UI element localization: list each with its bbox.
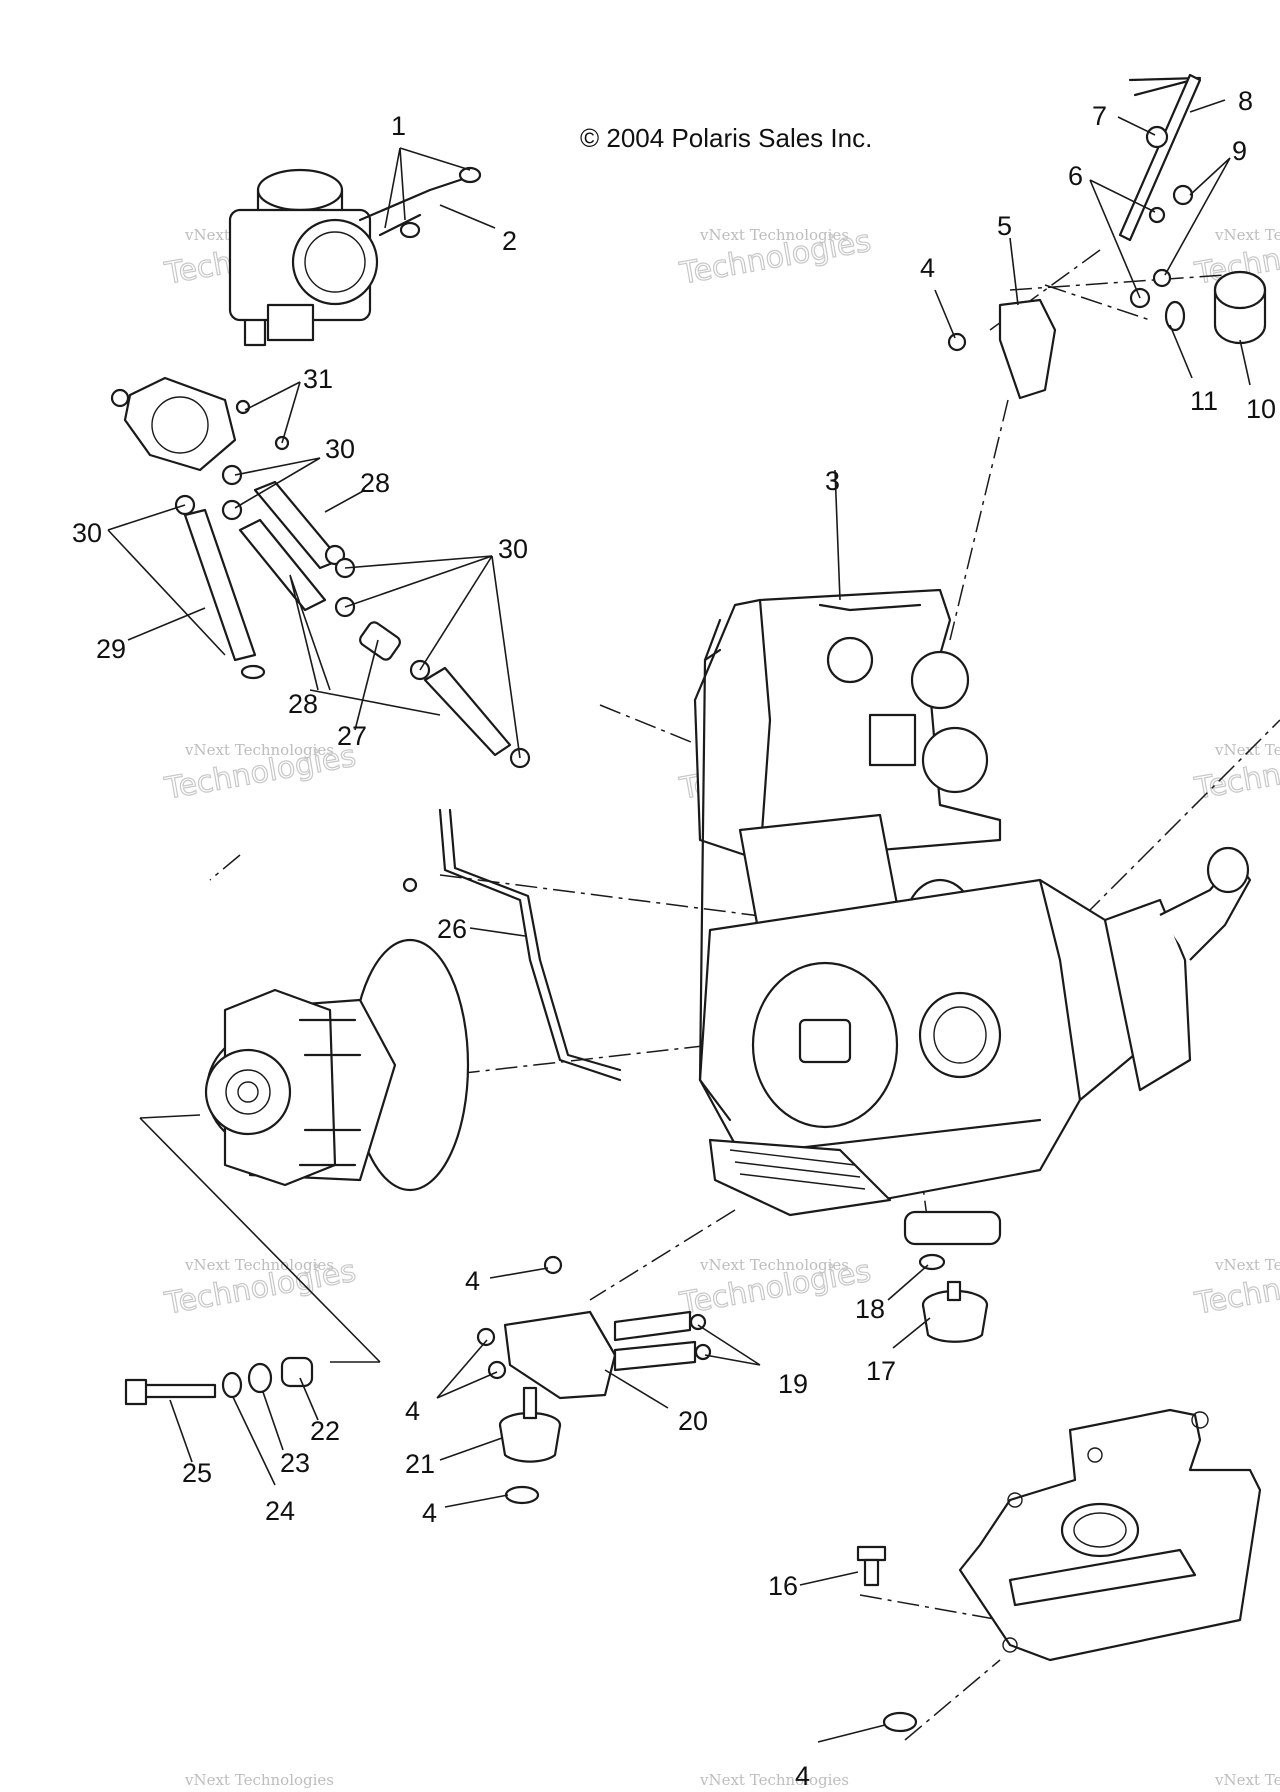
callout-8: 8 bbox=[1238, 86, 1253, 116]
watermark: vNext Technologies Technologies bbox=[676, 1253, 874, 1322]
callout-17: 17 bbox=[866, 1356, 896, 1386]
callout-9: 9 bbox=[1232, 136, 1247, 166]
watermark-text: vNext Technologies bbox=[1214, 1256, 1280, 1274]
callout-28-a: 28 bbox=[360, 468, 390, 498]
callout-10: 10 bbox=[1246, 394, 1276, 424]
callout-27: 27 bbox=[337, 721, 367, 751]
callout-31: 31 bbox=[303, 364, 333, 394]
watermark: vNext Technologies Technologies bbox=[161, 1253, 359, 1322]
callout-18: 18 bbox=[855, 1294, 885, 1324]
watermark: vNext Technologies Technologies bbox=[1191, 738, 1280, 807]
watermark-text: vNext Technologies bbox=[1214, 1771, 1280, 1789]
callout-1: 1 bbox=[391, 111, 406, 141]
watermark: vNext Technologies Technologies bbox=[1191, 1253, 1280, 1322]
watermark: vNext Technologies bbox=[1214, 1771, 1280, 1789]
drive-clutch bbox=[204, 938, 470, 1192]
watermark-text: vNext Technologies bbox=[1214, 741, 1280, 759]
callout-4-d: 4 bbox=[422, 1498, 437, 1528]
watermark-text: vNext Technologies bbox=[1214, 226, 1280, 244]
callout-29: 29 bbox=[96, 634, 126, 664]
callout-2: 2 bbox=[502, 226, 517, 256]
watermark-text: vNext Technologies bbox=[699, 1256, 849, 1274]
callout-30-a: 30 bbox=[325, 434, 355, 464]
callout-20: 20 bbox=[678, 1406, 708, 1436]
watermark: vNext Technologies bbox=[699, 1771, 849, 1789]
callout-11: 11 bbox=[1190, 386, 1218, 416]
watermark-text: vNext Technologies bbox=[184, 1256, 334, 1274]
callout-4-b: 4 bbox=[465, 1266, 480, 1296]
breather-hose bbox=[402, 808, 622, 1082]
fuel-lines bbox=[174, 464, 531, 769]
fuel-pump bbox=[110, 376, 290, 472]
callout-7: 7 bbox=[1092, 101, 1107, 131]
watermark: vNext Technologies bbox=[184, 1771, 334, 1789]
callout-3: 3 bbox=[825, 466, 840, 496]
watermark: vNext Technologies Technologies bbox=[676, 223, 874, 292]
watermark-text: vNext Technologies bbox=[699, 1771, 849, 1789]
watermark-text: vNext Technologies bbox=[699, 226, 849, 244]
watermark: vNext Technologies Technologies bbox=[161, 738, 359, 807]
callout-25: 25 bbox=[182, 1458, 212, 1488]
callout-4-a: 4 bbox=[920, 253, 935, 283]
bolt-stack bbox=[124, 1356, 314, 1406]
callout-22: 22 bbox=[310, 1416, 340, 1446]
callout-leaders bbox=[107, 99, 1251, 1743]
watermark-text: vNext Technologies bbox=[184, 741, 334, 759]
callout-30-c: 30 bbox=[498, 534, 528, 564]
callout-23: 23 bbox=[280, 1448, 310, 1478]
carburetor bbox=[228, 166, 482, 347]
callout-labels: 1 2 31 30 28 30 30 29 28 27 3 26 4 5 6 7… bbox=[72, 86, 1276, 1791]
callout-21: 21 bbox=[405, 1449, 435, 1479]
callout-30-b: 30 bbox=[72, 518, 102, 548]
callout-16: 16 bbox=[768, 1571, 798, 1601]
watermark-text: vNext Technologies bbox=[184, 1771, 334, 1789]
copyright-notice: © 2004 Polaris Sales Inc. bbox=[580, 123, 872, 153]
callout-24: 24 bbox=[265, 1496, 295, 1526]
engine-mount-assembly bbox=[476, 1253, 989, 1505]
skid-plate bbox=[856, 1408, 1262, 1733]
callout-5: 5 bbox=[997, 211, 1012, 241]
callout-28-b: 28 bbox=[288, 689, 318, 719]
engine-assembly bbox=[693, 588, 1252, 1246]
callout-19: 19 bbox=[778, 1369, 808, 1399]
callout-4-e: 4 bbox=[795, 1761, 810, 1791]
callout-26: 26 bbox=[437, 914, 467, 944]
callout-4-c: 4 bbox=[405, 1396, 420, 1426]
upper-mount-assembly bbox=[947, 73, 1267, 400]
callout-6: 6 bbox=[1068, 161, 1083, 191]
